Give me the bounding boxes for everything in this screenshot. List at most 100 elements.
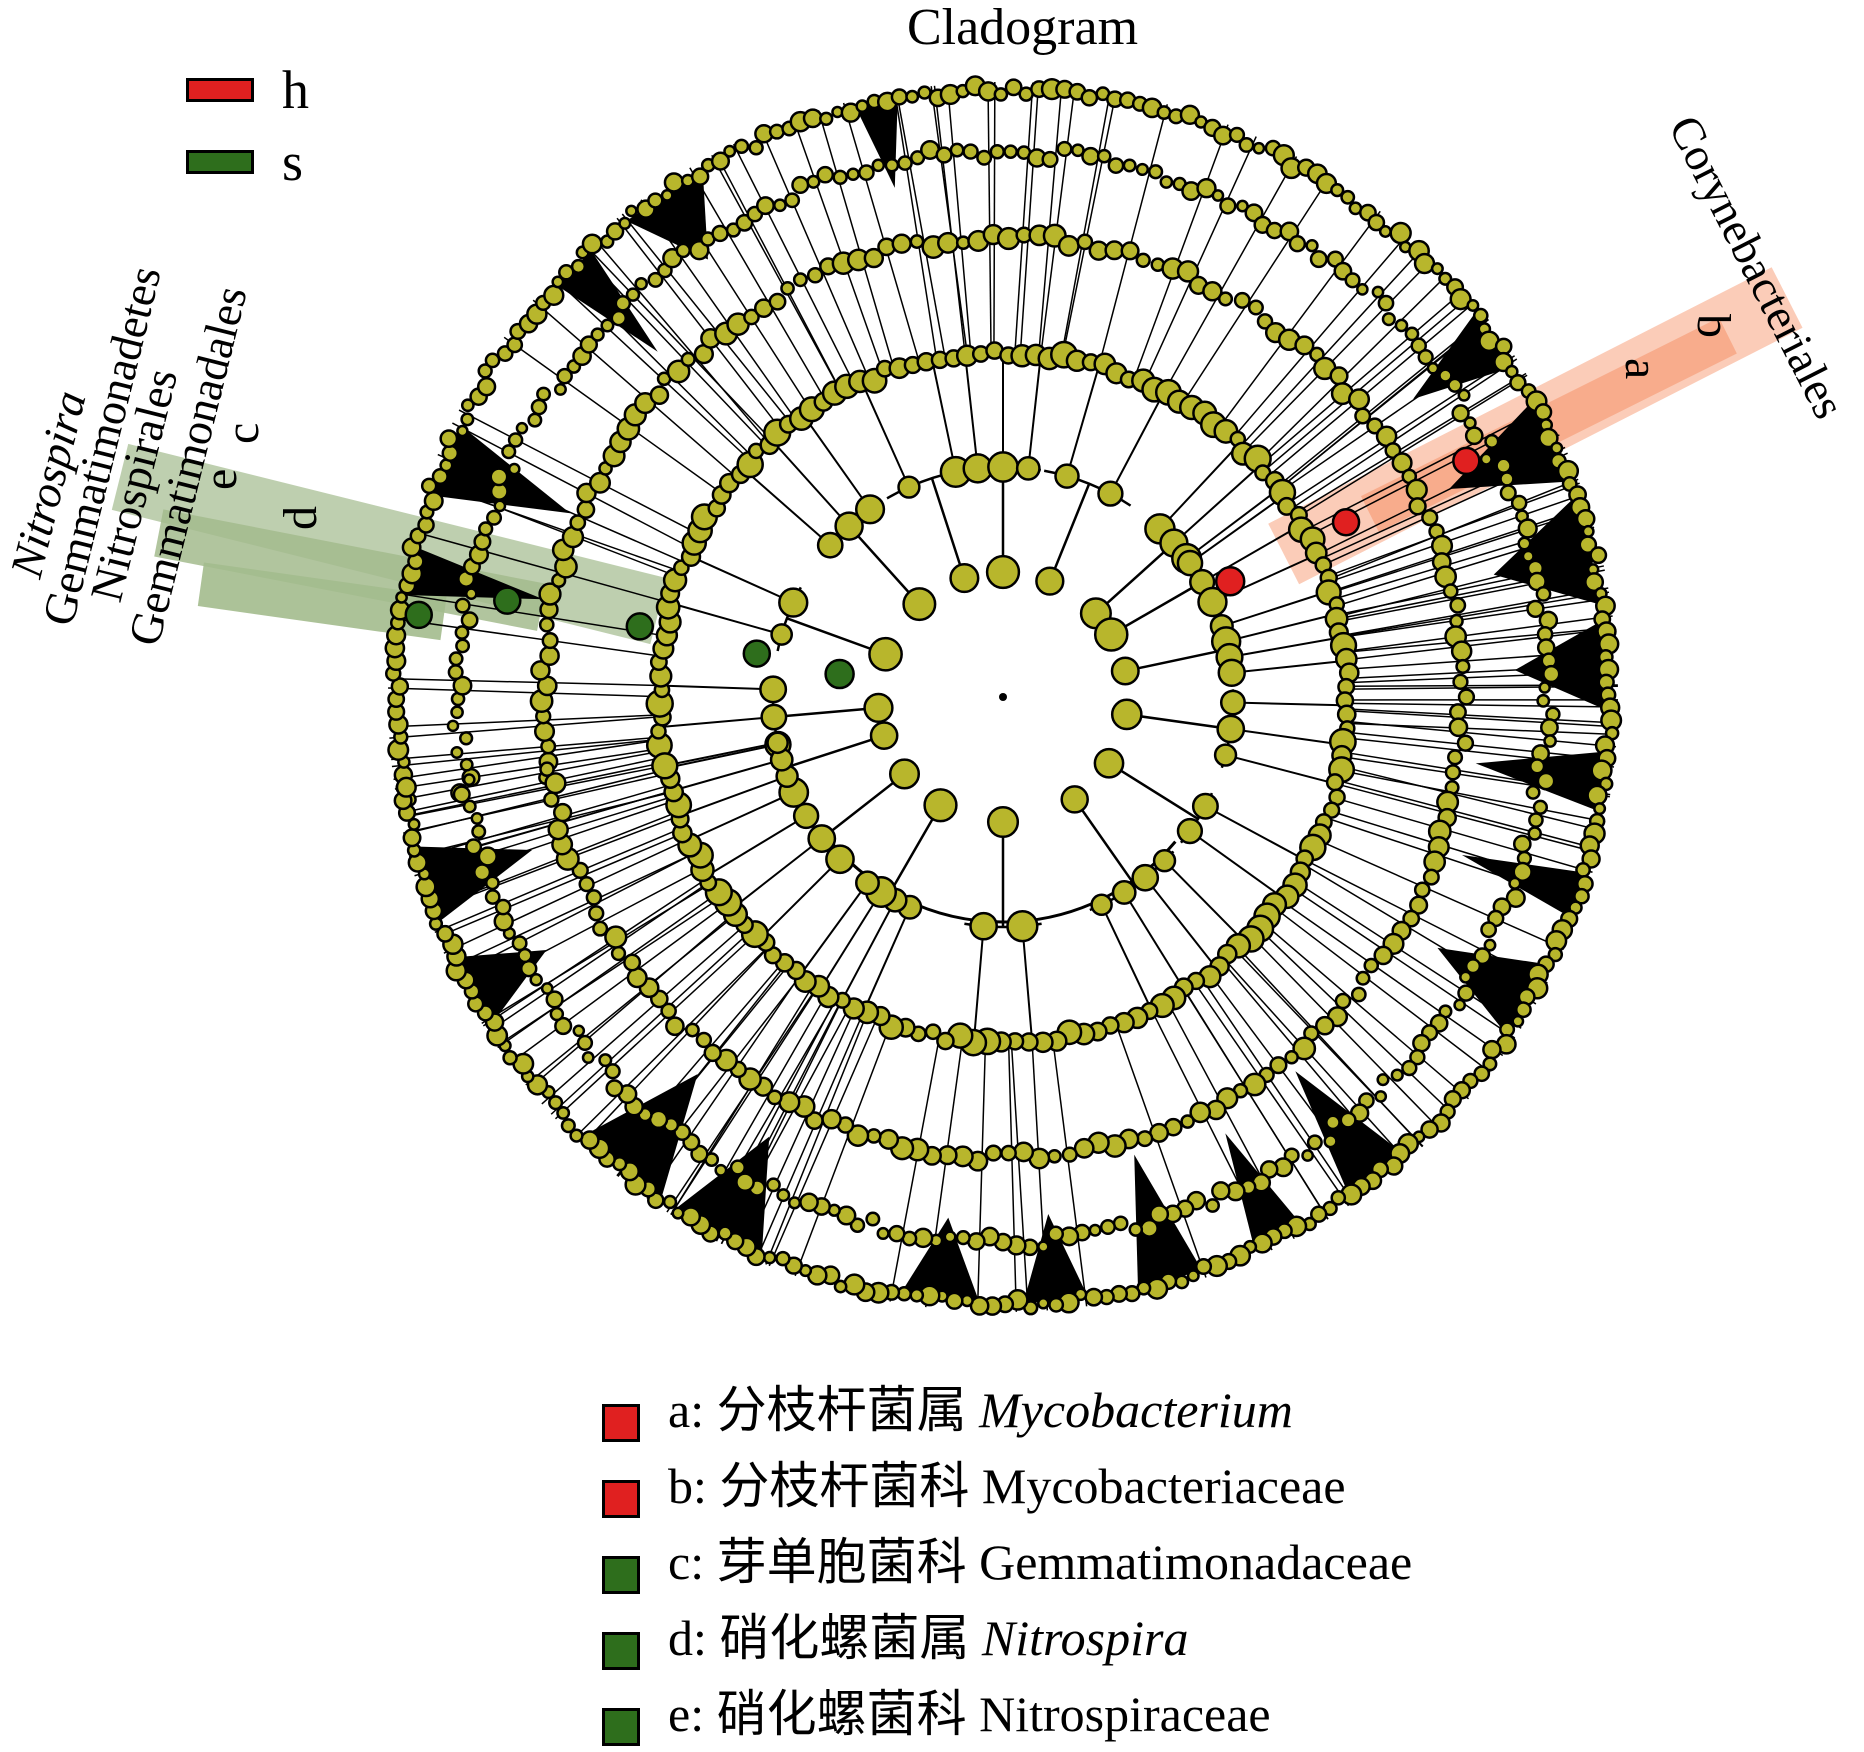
node-leaf	[1483, 1041, 1500, 1058]
node-phylum	[871, 723, 897, 749]
key-e-letter: e:	[668, 1686, 704, 1742]
node-family	[1454, 675, 1468, 689]
node-family	[1450, 719, 1467, 736]
node-green-order	[627, 613, 653, 639]
node-genus	[945, 1232, 955, 1242]
tree-nodes	[386, 77, 1621, 1315]
node-order	[926, 1025, 940, 1039]
node-leaf	[1188, 1270, 1199, 1281]
key-a-cn: 分枝杆菌属	[717, 1382, 967, 1438]
spoke-leaf	[1329, 811, 1587, 890]
node-genus	[1510, 878, 1521, 889]
spoke-class	[1028, 354, 1041, 468]
node-genus	[713, 226, 728, 241]
spoke-class	[1226, 614, 1338, 642]
node-genus	[1402, 1061, 1416, 1075]
node-genus	[1346, 274, 1360, 288]
spoke-leaf	[895, 92, 937, 359]
node-class	[1193, 794, 1217, 818]
node-genus	[1396, 320, 1407, 331]
key-c-cn: 芽单胞菌科	[717, 1534, 967, 1590]
node-genus	[867, 1213, 880, 1226]
spoke-class	[658, 686, 773, 690]
spoke-class	[1229, 637, 1342, 657]
spoke-leaf	[1257, 273, 1449, 463]
spoke-class	[659, 717, 774, 727]
node-order	[652, 753, 677, 778]
node-leaf	[1049, 1298, 1062, 1311]
node-leaf	[1516, 1003, 1530, 1017]
node-genus	[509, 433, 522, 446]
node-leaf	[1086, 1289, 1102, 1305]
spoke-class	[671, 603, 782, 634]
node-genus	[1357, 284, 1367, 294]
node-family	[1122, 243, 1139, 260]
node-family	[549, 820, 568, 839]
node-leaf	[648, 194, 662, 208]
node-genus	[472, 825, 485, 838]
node-phylum	[865, 694, 893, 722]
node-class	[794, 804, 818, 828]
node-phylum	[988, 807, 1018, 837]
node-phylum	[925, 789, 957, 821]
spoke-leaf	[1134, 125, 1228, 378]
node-genus	[957, 1231, 970, 1244]
spoke-class	[1102, 905, 1151, 1009]
node-order	[1327, 774, 1343, 790]
key-a-swatch	[602, 1404, 640, 1442]
node-leaf	[581, 1131, 598, 1148]
node-family	[605, 927, 626, 948]
node-leaf	[820, 113, 832, 125]
node-family	[544, 793, 558, 807]
node-leaf	[1038, 1298, 1048, 1308]
spoke-class	[1110, 392, 1164, 494]
spoke-phylum	[822, 774, 905, 839]
node-family	[1407, 480, 1427, 500]
node-family	[1235, 293, 1249, 307]
node-genus	[1325, 1135, 1337, 1147]
key-a-letter: a:	[668, 1382, 704, 1438]
node-genus	[1538, 773, 1554, 789]
node-green-genus	[406, 602, 432, 628]
spoke-class	[731, 839, 822, 910]
node-family	[781, 282, 793, 294]
node-family	[1336, 994, 1350, 1008]
spoke-class	[1160, 445, 1238, 529]
node-family	[1286, 1051, 1298, 1063]
node-leaf	[1535, 404, 1551, 420]
node-genus	[789, 1197, 800, 1208]
node-family	[1331, 368, 1348, 385]
spoke-leaf	[1333, 797, 1592, 872]
spoke-class	[862, 382, 909, 487]
node-genus	[1543, 666, 1559, 682]
node-leaf	[404, 830, 421, 847]
node-phylum	[1036, 568, 1063, 595]
node-genus	[1540, 612, 1557, 629]
node-genus	[1124, 160, 1136, 172]
node-family	[1425, 852, 1445, 872]
node-leaf	[682, 1208, 700, 1226]
node-leaf	[844, 1275, 864, 1295]
node-genus	[509, 464, 519, 474]
node-leaf	[911, 1289, 923, 1301]
node-genus	[1501, 472, 1514, 485]
key-c-latin: Gemmatimonadaceae	[979, 1534, 1412, 1590]
key-b-latin: Mycobacteriaceae	[982, 1458, 1346, 1514]
node-leaf	[1254, 143, 1264, 153]
node-leaf	[441, 430, 457, 446]
node-genus	[1537, 587, 1550, 600]
node-genus	[1519, 538, 1531, 550]
node-leaf	[626, 206, 636, 216]
node-genus	[991, 145, 1004, 158]
node-genus	[785, 194, 798, 207]
node-leaf	[478, 378, 495, 395]
node-genus	[1544, 735, 1555, 746]
node-genus	[1527, 786, 1539, 798]
node-genus	[1137, 164, 1148, 175]
leaf-wedge	[1295, 1071, 1403, 1195]
node-class	[779, 589, 807, 617]
node-leaf	[735, 140, 748, 153]
node-green-family	[494, 588, 520, 614]
node-genus	[1290, 236, 1305, 251]
node-genus	[1514, 836, 1530, 852]
